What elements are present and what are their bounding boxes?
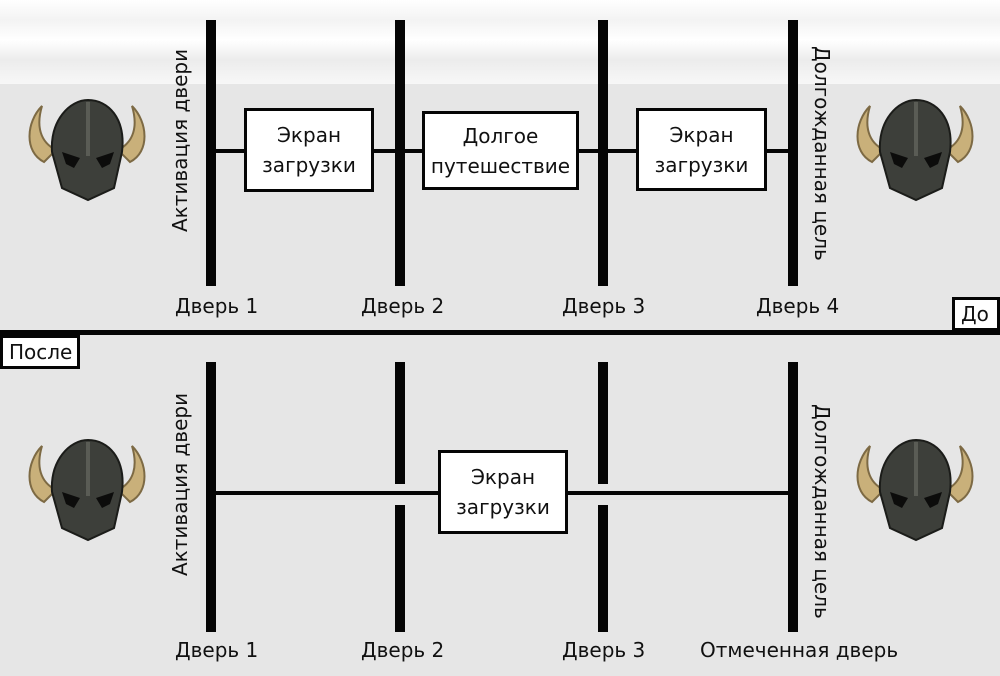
door-label-3: Дверь 3 <box>562 638 646 662</box>
door-bar-3-upper <box>598 362 608 484</box>
door-bar-1 <box>206 362 216 632</box>
door-bar-2 <box>395 20 405 286</box>
horned-helmet-icon <box>28 98 146 202</box>
before-tag: До <box>952 297 1000 331</box>
marked-door-label: Отмеченная дверь <box>700 638 899 662</box>
door-bar-marked <box>788 362 798 632</box>
door-label-1: Дверь 1 <box>175 638 259 662</box>
long-journey-box: Долгое путешествие <box>422 111 579 190</box>
long-awaited-goal-label: Долгожданная цель <box>810 404 834 619</box>
door-label-2: Дверь 2 <box>361 638 445 662</box>
door-bar-2-lower <box>395 505 405 632</box>
door-label-2: Дверь 2 <box>361 294 445 318</box>
door-activation-label: Активация двери <box>168 48 192 232</box>
loading-screen-box: Экран загрузки <box>636 108 767 191</box>
door-label-4: Дверь 4 <box>756 294 840 318</box>
horned-helmet-icon <box>28 438 146 542</box>
connector-line <box>210 149 246 153</box>
section-divider <box>0 330 1000 335</box>
door-bar-4 <box>788 20 798 286</box>
loading-screen-box: Экран загрузки <box>438 450 568 534</box>
connector-line <box>765 149 795 153</box>
loading-screen-box: Экран загрузки <box>244 108 374 192</box>
door-bar-2-upper <box>395 362 405 484</box>
door-activation-label: Активация двери <box>168 392 192 576</box>
horned-helmet-icon <box>856 98 974 202</box>
long-awaited-goal-label: Долгожданная цель <box>810 46 834 261</box>
door-label-3: Дверь 3 <box>562 294 646 318</box>
door-label-1: Дверь 1 <box>175 294 259 318</box>
horned-helmet-icon <box>856 438 974 542</box>
connector-line <box>210 491 440 495</box>
background-band <box>0 0 1000 84</box>
after-tag: После <box>0 335 80 369</box>
connector-line <box>566 491 794 495</box>
door-bar-1 <box>206 20 216 286</box>
door-bar-3-lower <box>598 505 608 632</box>
door-bar-3 <box>598 20 608 286</box>
